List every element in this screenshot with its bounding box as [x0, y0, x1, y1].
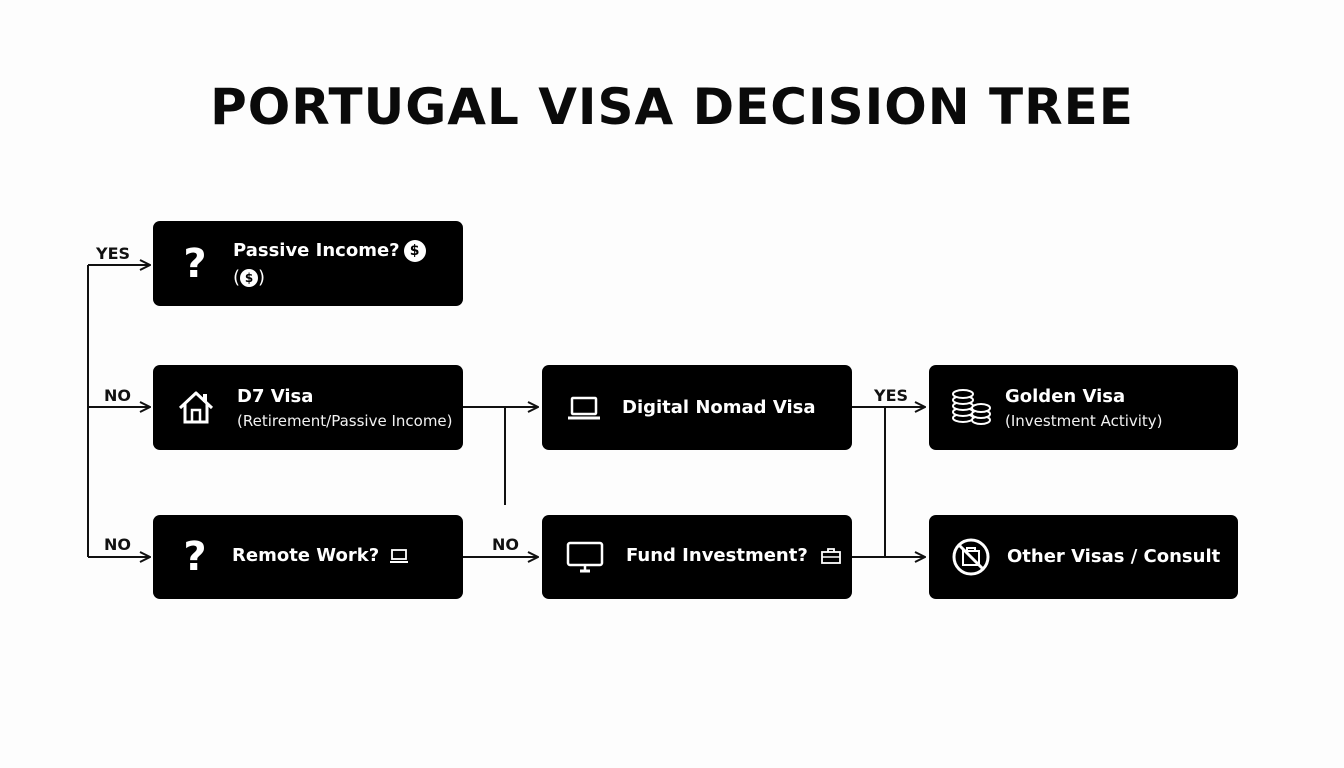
node-passive-income-sub: ($)	[233, 267, 266, 288]
node-digital-nomad-label: Digital Nomad Visa	[622, 397, 816, 418]
edge-label-yes-right: YES	[874, 386, 909, 405]
node-passive-income-label: Passive Income?$	[233, 240, 426, 262]
node-d7-visa-label: D7 Visa	[237, 386, 314, 407]
edge-label-no-remote: NO	[492, 535, 519, 554]
house-icon	[175, 387, 217, 427]
page-title: PORTUGAL VISA DECISION TREE	[210, 78, 1134, 136]
node-d7-visa-sub: (Retirement/Passive Income)	[237, 412, 453, 430]
laptop-icon	[566, 393, 602, 423]
monitor-icon	[564, 539, 606, 575]
briefcase-icon	[821, 548, 841, 564]
edge-label-yes-top: YES	[96, 244, 131, 263]
prohibited-icon	[949, 536, 993, 578]
node-other-visas: Other Visas / Consult	[929, 515, 1238, 599]
node-fund-investment: Fund Investment?	[542, 515, 852, 599]
node-d7-visa: D7 Visa (Retirement/Passive Income)	[153, 365, 463, 450]
node-passive-income: ? Passive Income?$ ($)	[153, 221, 463, 306]
dollar-coin-icon: $	[403, 240, 426, 262]
coin-stack-icon	[949, 387, 993, 429]
node-digital-nomad: Digital Nomad Visa	[542, 365, 852, 450]
node-golden-visa-label: Golden Visa	[1005, 386, 1126, 407]
node-golden-visa-sub: (Investment Activity)	[1005, 412, 1163, 430]
laptop-icon	[390, 549, 409, 563]
node-fund-investment-label: Fund Investment?	[626, 545, 842, 566]
dollar-coin-icon: $	[240, 269, 259, 287]
node-golden-visa: Golden Visa (Investment Activity)	[929, 365, 1238, 450]
node-remote-work-label: Remote Work?	[232, 545, 409, 566]
node-other-visas-label: Other Visas / Consult	[1007, 546, 1221, 567]
node-remote-work: ? Remote Work?	[153, 515, 463, 599]
edge-label-no-middle: NO	[104, 386, 131, 405]
question-icon: ?	[183, 534, 207, 580]
question-icon: ?	[183, 241, 207, 287]
edge-label-no-bottom: NO	[104, 535, 131, 554]
